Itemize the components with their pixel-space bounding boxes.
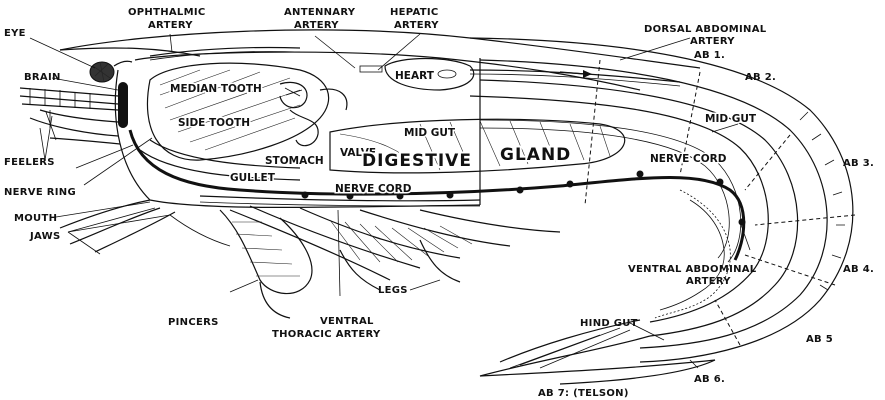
label-ventral-thor-line1: VENTRAL: [320, 316, 374, 327]
label-mid-gut-right: MID GUT: [705, 113, 757, 125]
label-ab1: AB 1.: [694, 50, 725, 61]
label-legs: LEGS: [378, 285, 408, 296]
abdomen-outline: [470, 38, 855, 384]
label-hind-gut: HIND GUT: [580, 318, 638, 329]
label-digestive: DIGESTIVE: [362, 151, 472, 171]
label-dorsal-line1: DORSAL ABDOMINAL: [644, 24, 767, 35]
label-gullet: GULLET: [230, 172, 276, 184]
label-ab5: AB 5: [806, 334, 833, 345]
label-hepatic-line1: HEPATIC: [390, 7, 439, 18]
label-ophthalmic-line1: OPHTHALMIC: [128, 7, 206, 18]
label-ventral-abd-line1: VENTRAL ABDOMINAL: [628, 264, 757, 275]
label-feelers: FEELERS: [4, 157, 55, 168]
label-gland: GLAND: [500, 145, 571, 165]
label-ophthalmic-line2: ARTERY: [148, 20, 193, 31]
label-antennary-line1: ANTENNARY: [284, 7, 356, 18]
label-ab4: AB 4.: [843, 264, 874, 275]
label-ventral-thor-line2: THORACIC ARTERY: [272, 329, 381, 340]
label-jaws: JAWS: [29, 231, 60, 242]
label-pincers: PINCERS: [168, 317, 219, 328]
label-ventral-abd-line2: ARTERY: [686, 276, 731, 287]
label-brain: BRAIN: [24, 72, 61, 83]
brain-shape: [118, 82, 128, 128]
label-ab6: AB 6.: [694, 374, 725, 385]
label-stomach: STOMACH: [265, 155, 324, 167]
label-nerve-cord-right: NERVE CORD: [650, 153, 727, 165]
label-heart: HEART: [395, 70, 435, 82]
label-mouth: MOUTH: [14, 213, 57, 224]
label-hepatic-line2: ARTERY: [394, 20, 439, 31]
label-ab2: AB 2.: [745, 72, 776, 83]
nerve-cord-shape: [130, 130, 746, 260]
label-side-tooth: SIDE TOOTH: [178, 117, 250, 129]
label-ab3: AB 3.: [843, 158, 874, 169]
label-nerve-cord-left: NERVE CORD: [335, 183, 412, 195]
label-dorsal-line2: ARTERY: [690, 36, 735, 47]
label-nerve-ring: NERVE RING: [4, 187, 76, 198]
legs-shapes: [230, 206, 560, 290]
label-eye: EYE: [4, 28, 26, 39]
label-mid-gut-upper: MID GUT: [404, 127, 456, 139]
label-antennary-line2: ARTERY: [294, 20, 339, 31]
label-median-tooth: MEDIAN TOOTH: [170, 83, 262, 95]
label-ab7-telson: AB 7: (TELSON): [538, 388, 629, 399]
